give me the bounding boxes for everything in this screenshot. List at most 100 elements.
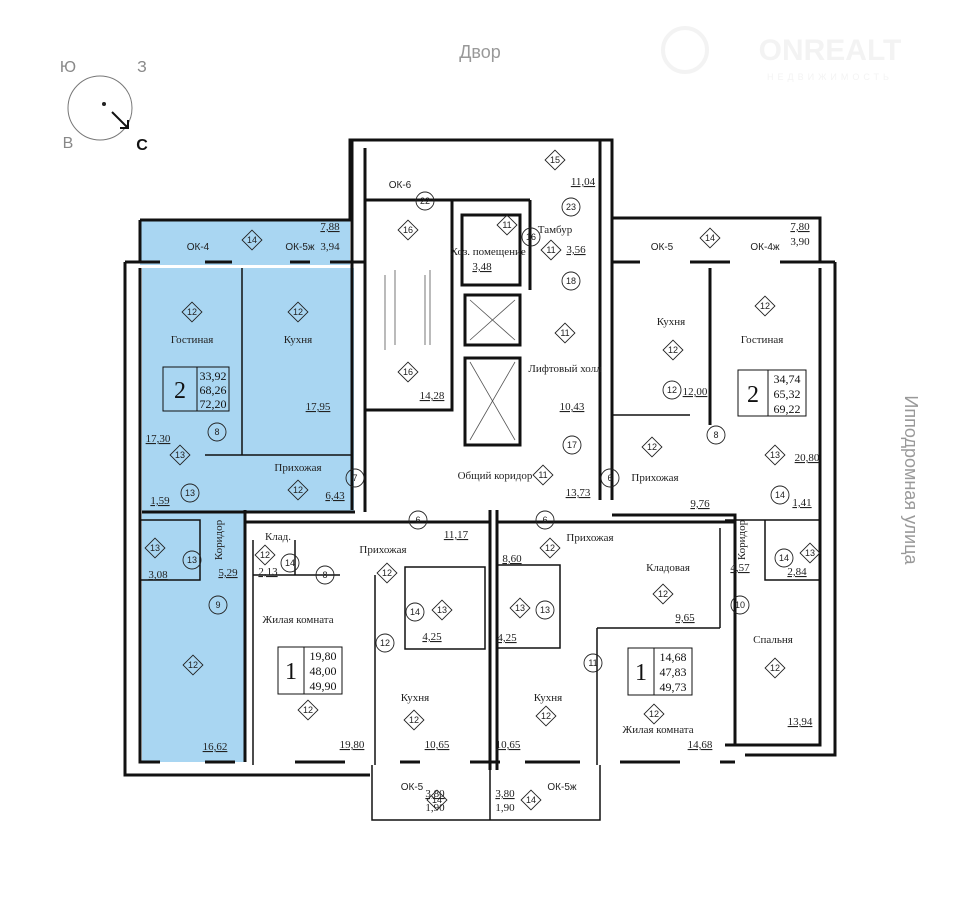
plan-label: 10,65 [425,739,450,751]
diamond-marker: 16 [397,361,419,383]
diamond-marker: 12 [181,301,203,323]
apartment-right-2room[interactable]: ОК-5 ОК-4ж 7,80 3,90 Кухня Гостиная 12,0… [631,221,819,728]
circle-marker: 16 [521,227,541,247]
circle-marker: 23 [561,197,581,217]
diamond-marker: 12 [754,295,776,317]
plan-label: Тамбур [538,224,573,236]
marker-label: 10 [735,600,745,610]
marker-label: 11 [588,658,597,668]
plan-label: 14,68 [688,739,713,751]
diamond-marker: 12 [254,544,276,566]
circle-marker: 12 [662,380,682,400]
marker-label: 12 [668,345,678,355]
marker-label: 14 [285,558,295,568]
plan-label: 8,60 [502,553,522,565]
diamond-marker: 12 [539,537,561,559]
plan-label: 13,73 [566,487,591,499]
marker-label: 14 [775,490,785,500]
marker-label: 8 [713,430,718,440]
plan-label: 6,43 [325,490,345,502]
plan-label: Кухня [534,692,562,704]
marker-label: 11 [502,220,511,230]
marker-label: 12 [188,660,198,670]
highlighted-apartment-fill [140,220,354,762]
plan-label: 33,92 [200,369,227,383]
plan-label: 3,80 [495,788,515,800]
plan-label: В [63,135,74,152]
plan-label: Кухня [284,334,312,346]
building-core: ОК-6 14,28 Хоз. помещение 3,48 Тамбур 3,… [389,176,602,499]
walls [123,138,837,821]
marker-label: 8 [214,427,219,437]
plan-label: ОК-5ж [285,242,314,253]
marker-label: 12 [760,301,770,311]
plan-label: Коридор [736,519,748,560]
marker-label: 6 [542,515,547,525]
plan-label: 7,88 [320,221,340,233]
plan-label: 17,30 [146,433,171,445]
circle-marker: 9 [208,595,228,615]
marker-label: 13 [150,543,160,553]
plan-label: Жилая комната [262,614,333,626]
plan-label: 3,48 [472,261,492,273]
diamond-marker: 13 [509,597,531,619]
plan-label: 72,20 [200,397,227,411]
diamond-marker: 16 [397,219,419,241]
marker-label: 12 [649,709,659,719]
marker-label: 14 [705,233,715,243]
marker-label: 16 [403,367,413,377]
marker-label: 14 [247,235,257,245]
plan-label: Прихожая [274,462,321,474]
marker-label: 14 [410,607,420,617]
plan-label: 49,90 [310,679,337,693]
marker-label: 12 [667,385,677,395]
plan-label: 4,25 [497,632,517,644]
logo-watermark: ONREALT НЕДВИЖИМОСТЬ [661,26,902,82]
plan-label: 47,83 [660,665,687,679]
marker-label: 16 [526,232,536,242]
plan-label: ONREALT [759,34,902,67]
plan-label: Прихожая [359,544,406,556]
apartment-left-2room[interactable]: ОК-4 ОК-5ж 7,88 3,94 Гостиная Кухня 2 33… [146,221,346,753]
plan-label: ОК-4 [187,242,210,253]
marker-label: 12 [541,711,551,721]
marker-label: 11 [560,328,569,338]
plan-label: ОК-4ж [750,242,779,253]
marker-label: 18 [566,276,576,286]
diamond-marker: 14 [426,789,448,811]
plan-label: 3,90 [790,236,810,248]
plan-label: 9,76 [690,498,710,510]
plan-label: Гостиная [741,334,784,346]
circle-marker: 13 [182,550,202,570]
diamond-marker: 12 [662,339,684,361]
marker-label: 12 [260,550,270,560]
plan-label: 16,62 [203,741,228,753]
marker-label: 6 [415,515,420,525]
apartment-bottom-left-1room[interactable]: Клад. 2,13 Прихожая 11,17 Жилая комната … [258,529,468,814]
marker-label: 13 [805,548,815,558]
marker-label: 14 [432,795,442,805]
marker-label: 14 [526,795,536,805]
marker-label: 13 [175,450,185,460]
circle-marker: 11 [583,653,603,673]
plan-label: 2,84 [787,566,807,578]
diamond-marker: 12 [287,479,309,501]
circle-marker: 14 [770,485,790,505]
marker-label: 12 [293,485,303,495]
plan-label: 2,13 [258,566,278,578]
circle-marker: 14 [280,553,300,573]
plan-label: Спальня [753,634,793,646]
plan-label: 34,74 [774,372,801,386]
plan-label: ОК-6 [389,180,412,191]
plan-label: 1 [635,660,647,686]
diamond-marker: 12 [535,705,557,727]
plan-label: З [137,59,147,76]
marker-label: 12 [647,442,657,452]
plan-label: Кухня [401,692,429,704]
apartment-bottom-right-1room[interactable]: 8,60 Прихожая Кладовая 9,65 4,25 1 14,68… [495,532,713,814]
plan-label: 9,65 [675,612,695,624]
diamond-marker: 14 [699,227,721,249]
marker-label: 13 [187,555,197,565]
